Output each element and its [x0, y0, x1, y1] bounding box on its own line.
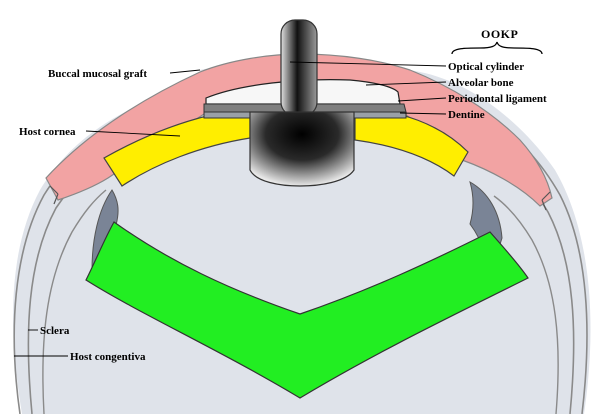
leader-alveolar: [365, 81, 447, 86]
buccal-mucosal-graft: [45, 53, 553, 207]
label-dentine: Dentine: [448, 109, 485, 121]
title-ookp: OOKP: [481, 27, 518, 41]
leader-cornea: [85, 130, 181, 137]
leader-buccal: [169, 69, 201, 74]
sclera-inner-right: [493, 195, 559, 414]
optical-cylinder-base: [249, 111, 355, 187]
suture-right: [541, 191, 551, 211]
lens: [85, 221, 529, 399]
suture-left: [49, 185, 59, 205]
label-buccal-mucosal-graft: Buccal mucosal graft: [48, 68, 147, 80]
label-host-congentiva: Host congentiva: [70, 351, 146, 363]
label-optical-cylinder: Optical cylinder: [448, 61, 524, 73]
label-host-cornea: Host cornea: [19, 126, 76, 138]
sclera-inner-left: [42, 189, 107, 414]
label-periodontal-ligament: Periodontal ligament: [448, 93, 547, 105]
ookp-brace: [451, 41, 543, 55]
label-alveolar-bone: Alveolar bone: [448, 77, 514, 89]
label-sclera: Sclera: [40, 325, 70, 337]
leader-optical: [289, 61, 447, 67]
optical-cylinder-stem: [280, 19, 318, 117]
leader-dentine: [399, 112, 447, 115]
leader-ligament: [397, 97, 447, 102]
